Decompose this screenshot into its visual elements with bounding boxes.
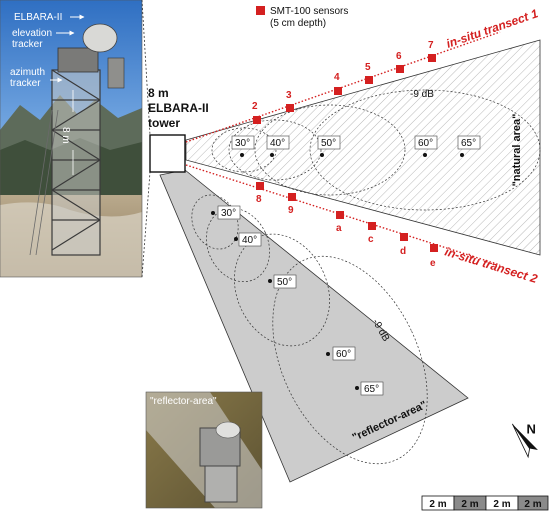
scale-label-4: 2 m	[524, 499, 541, 510]
azimuth-tracker-label-1: azimuth	[10, 67, 45, 78]
svg-text:40°: 40°	[242, 235, 257, 246]
svg-text:d: d	[400, 246, 406, 257]
scale-label-2: 2 m	[461, 499, 478, 510]
legend: SMT-100 sensors (5 cm depth)	[256, 6, 348, 29]
svg-text:9: 9	[288, 205, 294, 216]
natural-angle-30: 30°	[231, 135, 255, 157]
reflector-angle-40: 40°	[234, 232, 262, 247]
svg-text:65°: 65°	[364, 384, 379, 395]
legend-sensor-label-1: SMT-100 sensors	[270, 6, 348, 17]
natural-angle-40: 40°	[266, 135, 290, 157]
tower-label-3: tower	[148, 116, 180, 130]
tower-label-1: 8 m	[148, 86, 169, 100]
sensor-2: 2	[252, 101, 261, 124]
svg-text:c: c	[368, 234, 374, 245]
sensor-3: 3	[286, 90, 294, 112]
sensor-e: e	[430, 244, 438, 269]
natural-angle-60: 60°	[414, 135, 438, 157]
svg-text:7: 7	[428, 40, 434, 51]
svg-text:60°: 60°	[418, 138, 433, 149]
legend-sensor-swatch	[256, 6, 265, 15]
inset-label: "reflector-area"	[150, 396, 217, 407]
elevation-tracker-label-2: tracker	[12, 39, 43, 50]
elevation-tracker-label-1: elevation	[12, 28, 52, 39]
sensor-8: 8	[256, 182, 264, 205]
legend-sensor-label-2: (5 cm depth)	[270, 18, 326, 29]
svg-text:30°: 30°	[235, 138, 250, 149]
svg-text:50°: 50°	[321, 138, 336, 149]
svg-text:8: 8	[256, 194, 262, 205]
svg-text:e: e	[430, 258, 436, 269]
scale-bar: 2 m 2 m 2 m 2 m	[421, 495, 549, 511]
sensor-c: c	[368, 222, 376, 245]
svg-text:40°: 40°	[270, 138, 285, 149]
natural-angle-50: 50°	[317, 135, 341, 157]
natural-angle-65: 65°	[457, 135, 481, 157]
reflector-area: -9 dB "reflector-area" 30° 40° 50° 60° 6…	[159, 169, 469, 483]
sensor-4: 4	[334, 72, 342, 95]
north-arrow: N	[512, 422, 538, 459]
svg-text:5: 5	[365, 62, 371, 73]
tower-photo: ELBARA-II elevation tracker azimuth trac…	[0, 0, 142, 277]
natural-area-label: "natural area"	[511, 114, 523, 187]
reflector-angle-50: 50°	[268, 274, 297, 289]
svg-text:6: 6	[396, 51, 402, 62]
svg-text:30°: 30°	[221, 208, 236, 219]
sensor-5: 5	[365, 62, 373, 84]
natural-area: -9 dB "natural area" 30° 40° 50° 60° 65°	[185, 39, 541, 256]
svg-text:60°: 60°	[336, 349, 351, 360]
sensor-9: 9	[288, 193, 296, 216]
inset-photo: "reflector-area"	[145, 391, 263, 509]
svg-text:a: a	[336, 223, 342, 234]
sensor-7: 7	[428, 40, 436, 62]
scale-label-3: 2 m	[493, 499, 510, 510]
tower-box: 8 m ELBARA-II tower	[148, 86, 209, 173]
north-label: N	[526, 422, 535, 437]
azimuth-tracker-label-2: tracker	[10, 78, 41, 89]
svg-text:2: 2	[252, 101, 258, 112]
svg-text:3: 3	[286, 90, 292, 101]
svg-text:4: 4	[334, 72, 340, 83]
scale-label-1: 2 m	[429, 499, 446, 510]
svg-text:65°: 65°	[461, 138, 476, 149]
tower-height-label: 8 m	[60, 127, 71, 144]
natural-db-label: -9 dB	[410, 89, 434, 100]
sensor-d: d	[400, 233, 408, 257]
reflector-angle-65: 65°	[355, 381, 384, 396]
elbara-photo-label: ELBARA-II	[14, 12, 62, 23]
sensor-a: a	[336, 211, 344, 234]
reflector-angle-60: 60°	[326, 346, 356, 361]
svg-text:50°: 50°	[277, 277, 292, 288]
tower-label-2: ELBARA-II	[148, 101, 209, 115]
sensor-6: 6	[396, 51, 404, 73]
reflector-angle-30: 30°	[211, 205, 241, 220]
